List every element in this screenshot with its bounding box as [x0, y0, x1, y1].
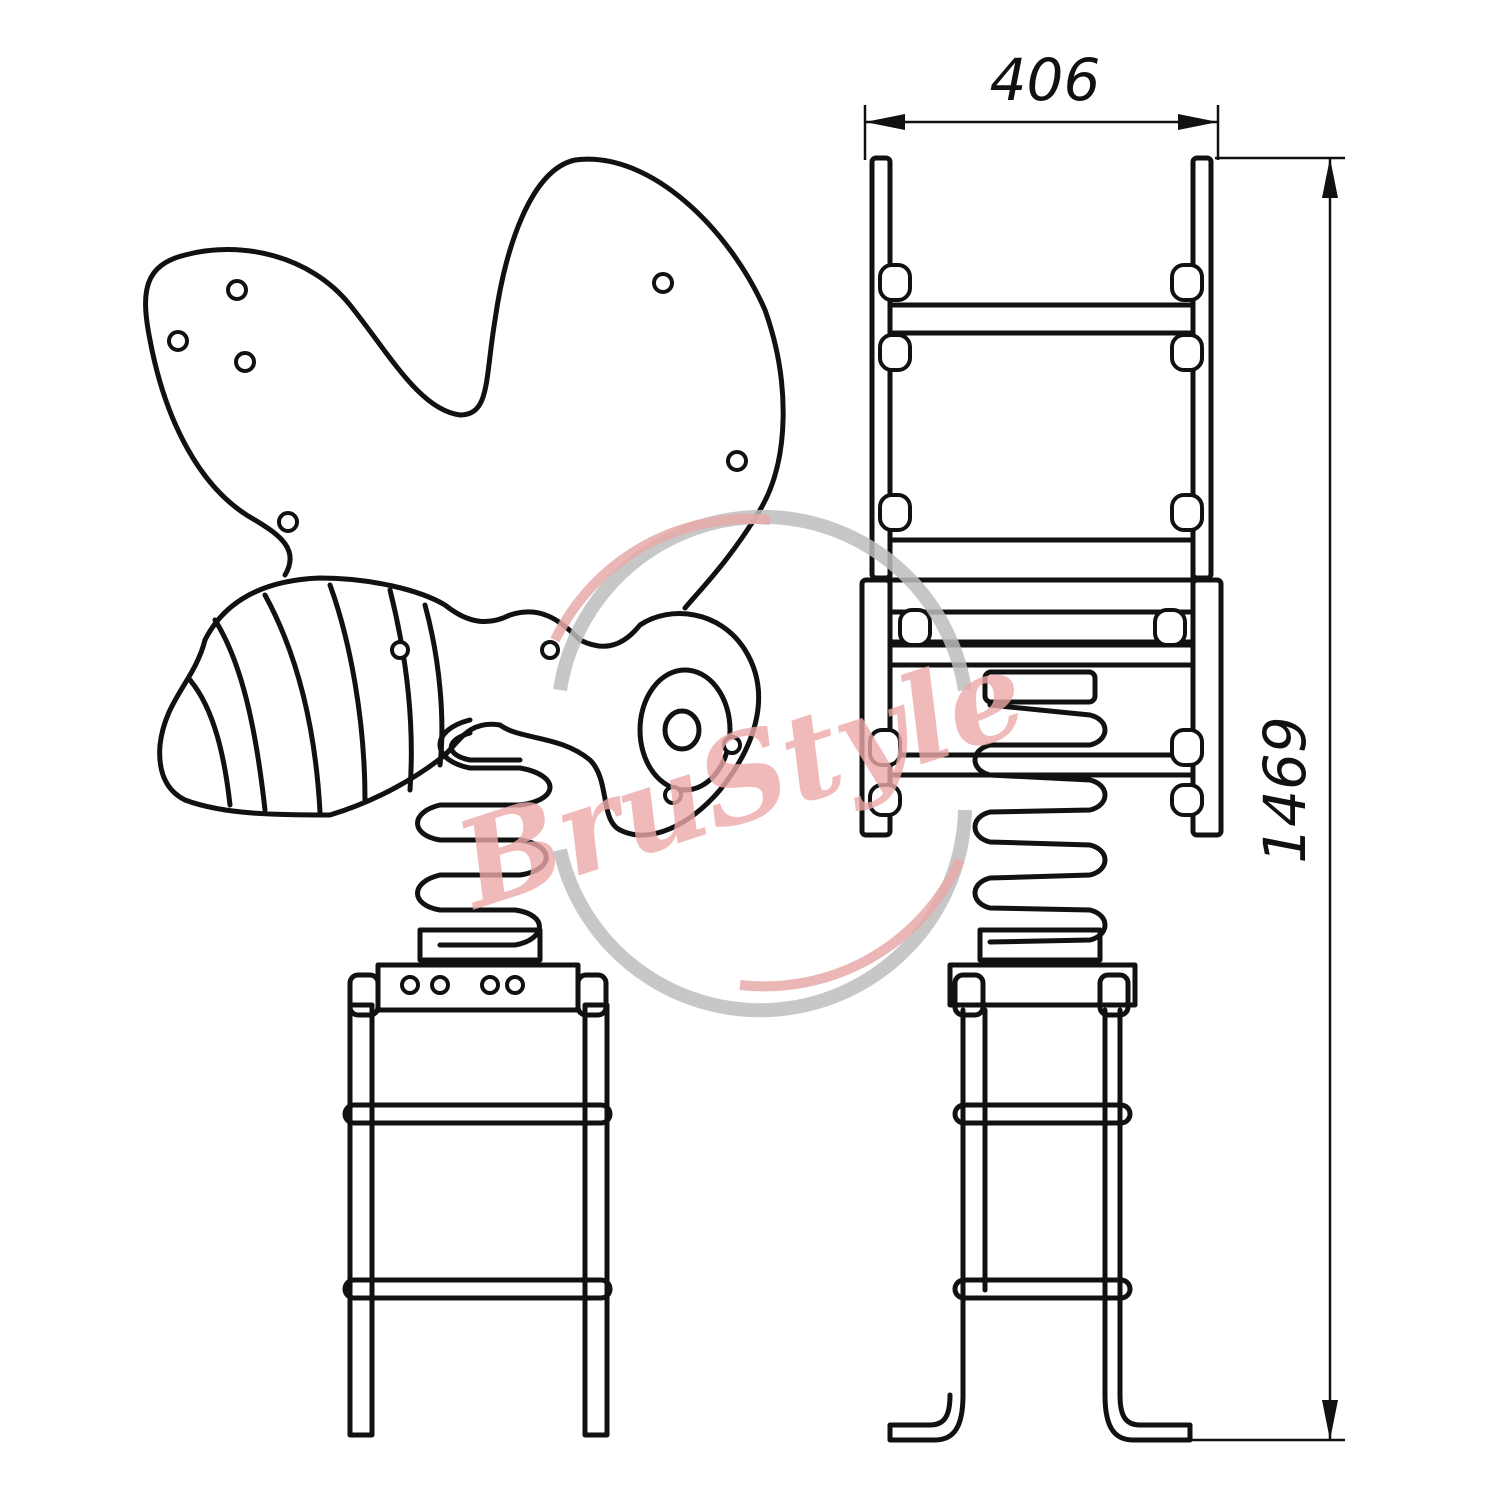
dimension-height-label: 1469: [1251, 716, 1319, 864]
bee-side-view: [143, 156, 786, 838]
dimension-height: 1469: [1190, 156, 1345, 1442]
dimension-width: 406: [863, 46, 1220, 160]
bee-stripe: [187, 677, 233, 808]
dimension-width-label: 406: [990, 46, 1101, 114]
bee-stripe: [327, 582, 368, 803]
bee-body: [157, 575, 762, 838]
bee-eye-inner: [662, 708, 702, 752]
bee-eye-outer: [637, 667, 733, 793]
bee-stripe: [262, 592, 323, 815]
bee-wing: [143, 156, 786, 611]
spring-side-view: [415, 717, 553, 963]
spring-front-view: [972, 669, 1108, 963]
front-bolts: [868, 263, 1204, 817]
bee-stripe: [212, 617, 268, 813]
bee-stripe: [387, 587, 414, 793]
front-view: [859, 155, 1224, 838]
watermark-logo: BruStyle: [438, 510, 1042, 1018]
wing-bolts: [167, 272, 748, 805]
base-frame-side: [342, 962, 613, 1438]
base-frame-front: [887, 962, 1193, 1443]
